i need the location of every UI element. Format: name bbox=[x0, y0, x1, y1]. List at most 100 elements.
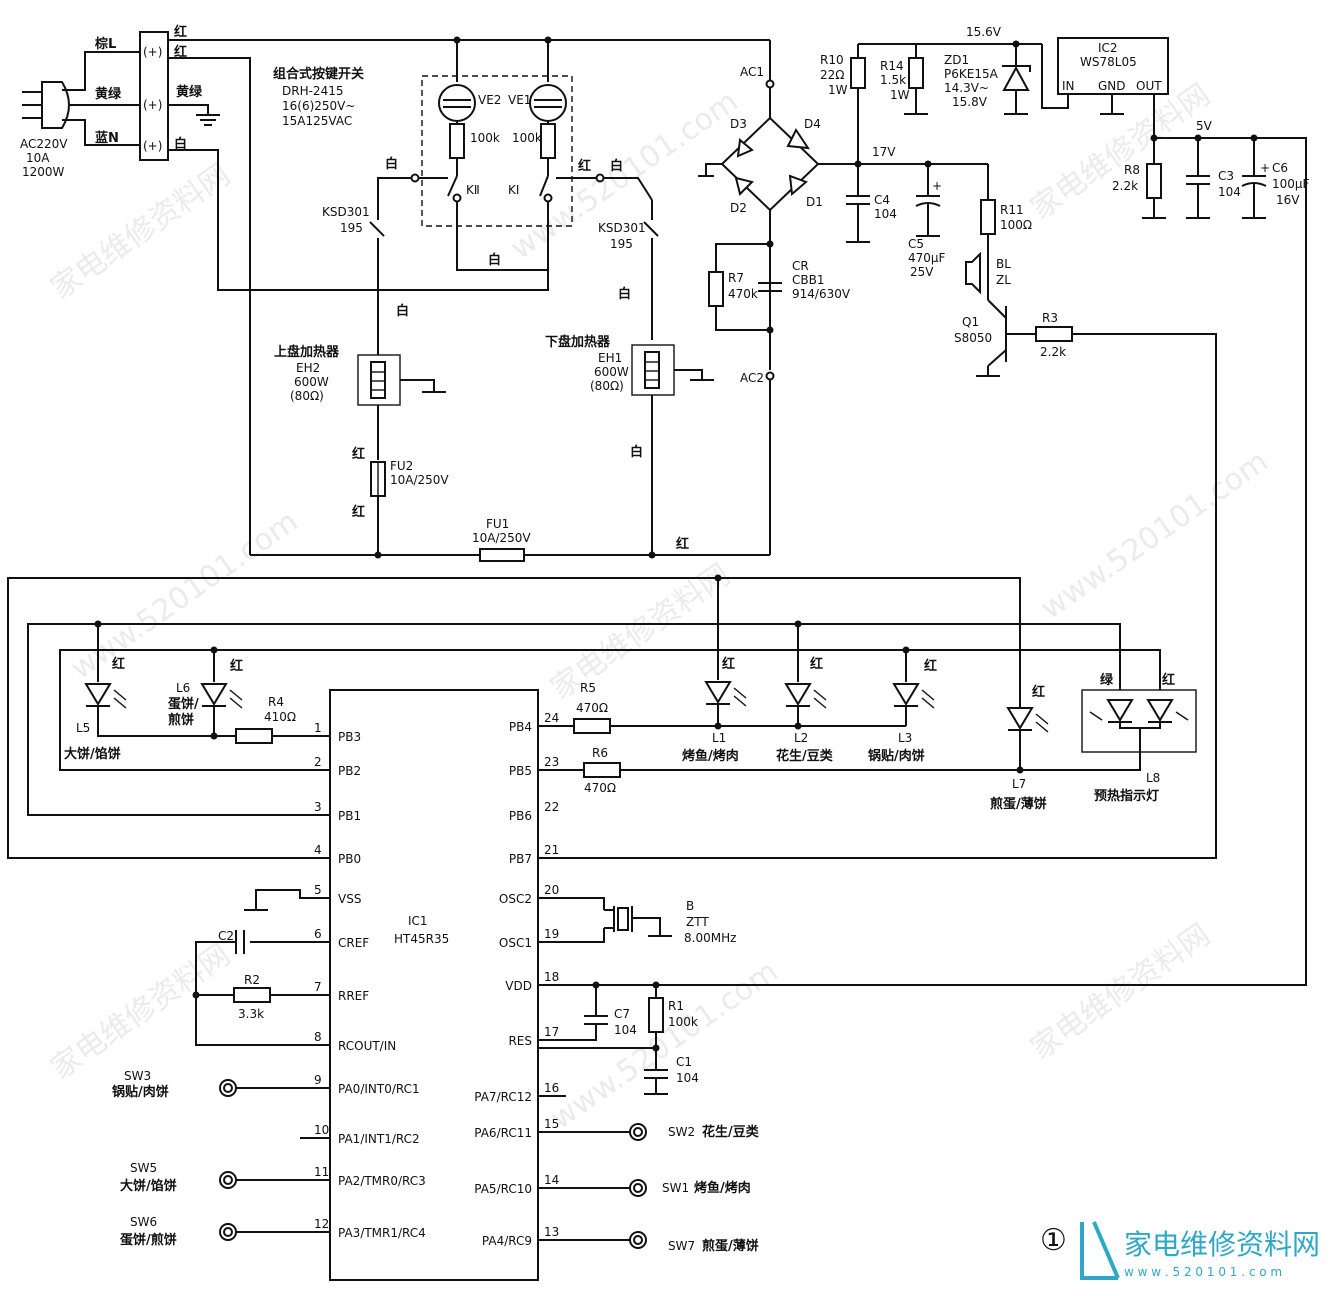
resistor-value: 100k bbox=[668, 1015, 698, 1029]
switch-function: 大饼/馅饼 bbox=[120, 1178, 177, 1194]
led-ref: L3 bbox=[898, 731, 912, 745]
plug-icon bbox=[41, 81, 70, 129]
ic1-pin-name: PB0 bbox=[338, 852, 361, 866]
cap-ref: C4 bbox=[874, 193, 890, 207]
led-function: 花生/豆类 bbox=[776, 748, 834, 764]
ic1-pin-name: RREF bbox=[338, 989, 369, 1003]
logo-icon bbox=[1080, 1221, 1120, 1280]
ic1-pin-name: PB2 bbox=[338, 764, 361, 778]
wire-label: 白 bbox=[174, 136, 187, 152]
switch-ref: SW5 bbox=[130, 1161, 157, 1175]
thermostat-ref: KSD301 bbox=[598, 221, 646, 235]
led-color: 红 bbox=[1032, 684, 1045, 700]
ic1-pin-name: RES bbox=[508, 1034, 532, 1048]
lower-heater-branch: KSD301 195 白 下盘加热器 EH1 600W (80Ω) 白 FU1 … bbox=[250, 200, 770, 562]
ic1-pin-name: PB4 bbox=[509, 720, 532, 734]
rc-oscillator: C2 R2 3.3k bbox=[192, 889, 330, 1046]
ic1-pin-name: PA3/TMR1/RC4 bbox=[338, 1226, 426, 1240]
diode-ref: D4 bbox=[804, 117, 821, 131]
diode-ref: D3 bbox=[730, 117, 747, 131]
neon-lamp-icon bbox=[529, 84, 567, 122]
ic1-body bbox=[329, 689, 539, 1281]
ic1-pin-number: 15 bbox=[544, 1117, 559, 1131]
wire-label: 红 bbox=[174, 24, 187, 40]
touch-switches-right: SW2 花生/豆类 SW1 烤鱼/烤肉 SW7 煎蛋/薄饼 bbox=[538, 1095, 760, 1254]
wire-label: 红 bbox=[352, 446, 365, 462]
switch-function: 煎蛋/薄饼 bbox=[702, 1238, 759, 1254]
led-color: 红 bbox=[722, 656, 735, 672]
ic1-pin-number: 23 bbox=[544, 755, 559, 769]
zener-ref: ZD1 bbox=[944, 53, 969, 67]
terminal-label: (+) bbox=[143, 139, 162, 153]
ic1-pin-name: PB7 bbox=[509, 852, 532, 866]
resistor-value: 470Ω bbox=[584, 781, 616, 795]
led-function: 预热指示灯 bbox=[1094, 788, 1159, 804]
ic1-pin-number: 14 bbox=[544, 1173, 559, 1187]
switch-ref: SW3 bbox=[124, 1069, 151, 1083]
cap-voltage: 16V bbox=[1276, 193, 1300, 207]
cap-value: 104 bbox=[676, 1071, 699, 1085]
cap-value: 104 bbox=[874, 207, 897, 221]
watermark-text: 家电维修资料网 bbox=[1025, 77, 1217, 226]
cap-ref: C7 bbox=[614, 1007, 630, 1021]
ic-pin: OUT bbox=[1136, 79, 1162, 93]
wire-label: 蓝N bbox=[95, 130, 119, 146]
resistor-value: 470Ω bbox=[576, 701, 608, 715]
resistor-ref: R1 bbox=[668, 999, 684, 1013]
resistor-value: 3.3k bbox=[238, 1007, 264, 1021]
ic1-pin-number: 20 bbox=[544, 883, 559, 897]
switch-ref: SW7 bbox=[668, 1239, 695, 1253]
transistor-model: S8050 bbox=[954, 331, 992, 345]
resistor-icon bbox=[708, 271, 724, 307]
resistor-power: 1W bbox=[890, 88, 910, 102]
heater-element-icon bbox=[644, 351, 660, 389]
led-icon bbox=[892, 683, 920, 706]
switch-housing bbox=[421, 75, 573, 227]
heater-res: (80Ω) bbox=[290, 389, 324, 403]
ic1-pin-name: PB5 bbox=[509, 764, 532, 778]
switch-function: 花生/豆类 bbox=[702, 1124, 760, 1140]
switch-function: 蛋饼/煎饼 bbox=[120, 1232, 177, 1248]
cap-ref: C3 bbox=[1218, 169, 1234, 183]
site-logo: 家电维修资料网 w w w . 5 2 0 1 0 1 . c o m bbox=[1080, 1221, 1320, 1280]
ic-pin: IN bbox=[1062, 79, 1075, 93]
wire-label: 棕L bbox=[94, 36, 116, 52]
ic1-pin-name: OSC1 bbox=[499, 936, 532, 950]
fuse-rating: 10A/250V bbox=[472, 531, 531, 545]
ic1-pin-number: 4 bbox=[314, 843, 322, 857]
ic1-pin-number: 16 bbox=[544, 1081, 559, 1095]
heater-ref: EH1 bbox=[598, 351, 622, 365]
resistor-value: 2.2k bbox=[1112, 179, 1138, 193]
wire-label: 红 bbox=[578, 158, 591, 174]
ic1-pin-name: PA1/INT1/RC2 bbox=[338, 1132, 420, 1146]
resistor-icon bbox=[540, 123, 556, 159]
resistor-ref: R6 bbox=[592, 746, 608, 760]
switch-function: 锅贴/肉饼 bbox=[112, 1084, 169, 1100]
led-color: 红 bbox=[112, 656, 125, 672]
resistor-value: 100k bbox=[470, 131, 500, 145]
cap-ref: C1 bbox=[676, 1055, 692, 1069]
figure-number: ① bbox=[1040, 1223, 1067, 1258]
ic1-pin-name: PA0/INT0/RC1 bbox=[338, 1082, 420, 1096]
ic1-pin-name: PA5/RC10 bbox=[474, 1182, 532, 1196]
diode-ref: D1 bbox=[806, 195, 823, 209]
heater-res: (80Ω) bbox=[590, 379, 624, 393]
mcu-ic1: IC1 HT45R35 1PB32PB23PB14PB05VSS6CREF7RR… bbox=[314, 689, 559, 1281]
crystal-type: ZTT bbox=[686, 915, 709, 929]
upper-heater-branch: KSD301 195 白 上盘加热器 EH2 600W (80Ω) 红 FU2 … bbox=[274, 205, 449, 559]
power-supply: AC1 D3 D4 D2 D1 R7 470k CR CBB1 914/630V… bbox=[538, 25, 1310, 986]
resistor-ref: R8 bbox=[1124, 163, 1140, 177]
wire-label: 白 bbox=[630, 444, 643, 460]
ic1-pin-name: CREF bbox=[338, 936, 369, 950]
wire-label: 红 bbox=[676, 536, 689, 552]
ic1-pin-name: PA2/TMR0/RC3 bbox=[338, 1174, 426, 1188]
zener-range: 14.3V~ bbox=[944, 81, 989, 95]
heater-power: 600W bbox=[294, 375, 329, 389]
heater-title: 上盘加热器 bbox=[274, 344, 340, 360]
led-ref: L8 bbox=[1146, 771, 1160, 785]
ic-ref: IC1 bbox=[408, 914, 428, 928]
fuse-ref: FU1 bbox=[486, 517, 509, 531]
neon-lamp-icon bbox=[438, 84, 476, 122]
zener-diode-icon bbox=[1002, 65, 1030, 91]
watermarks: 家电维修资料网 www.520101.com 家电维修资料网 www.52010… bbox=[45, 77, 1275, 1136]
